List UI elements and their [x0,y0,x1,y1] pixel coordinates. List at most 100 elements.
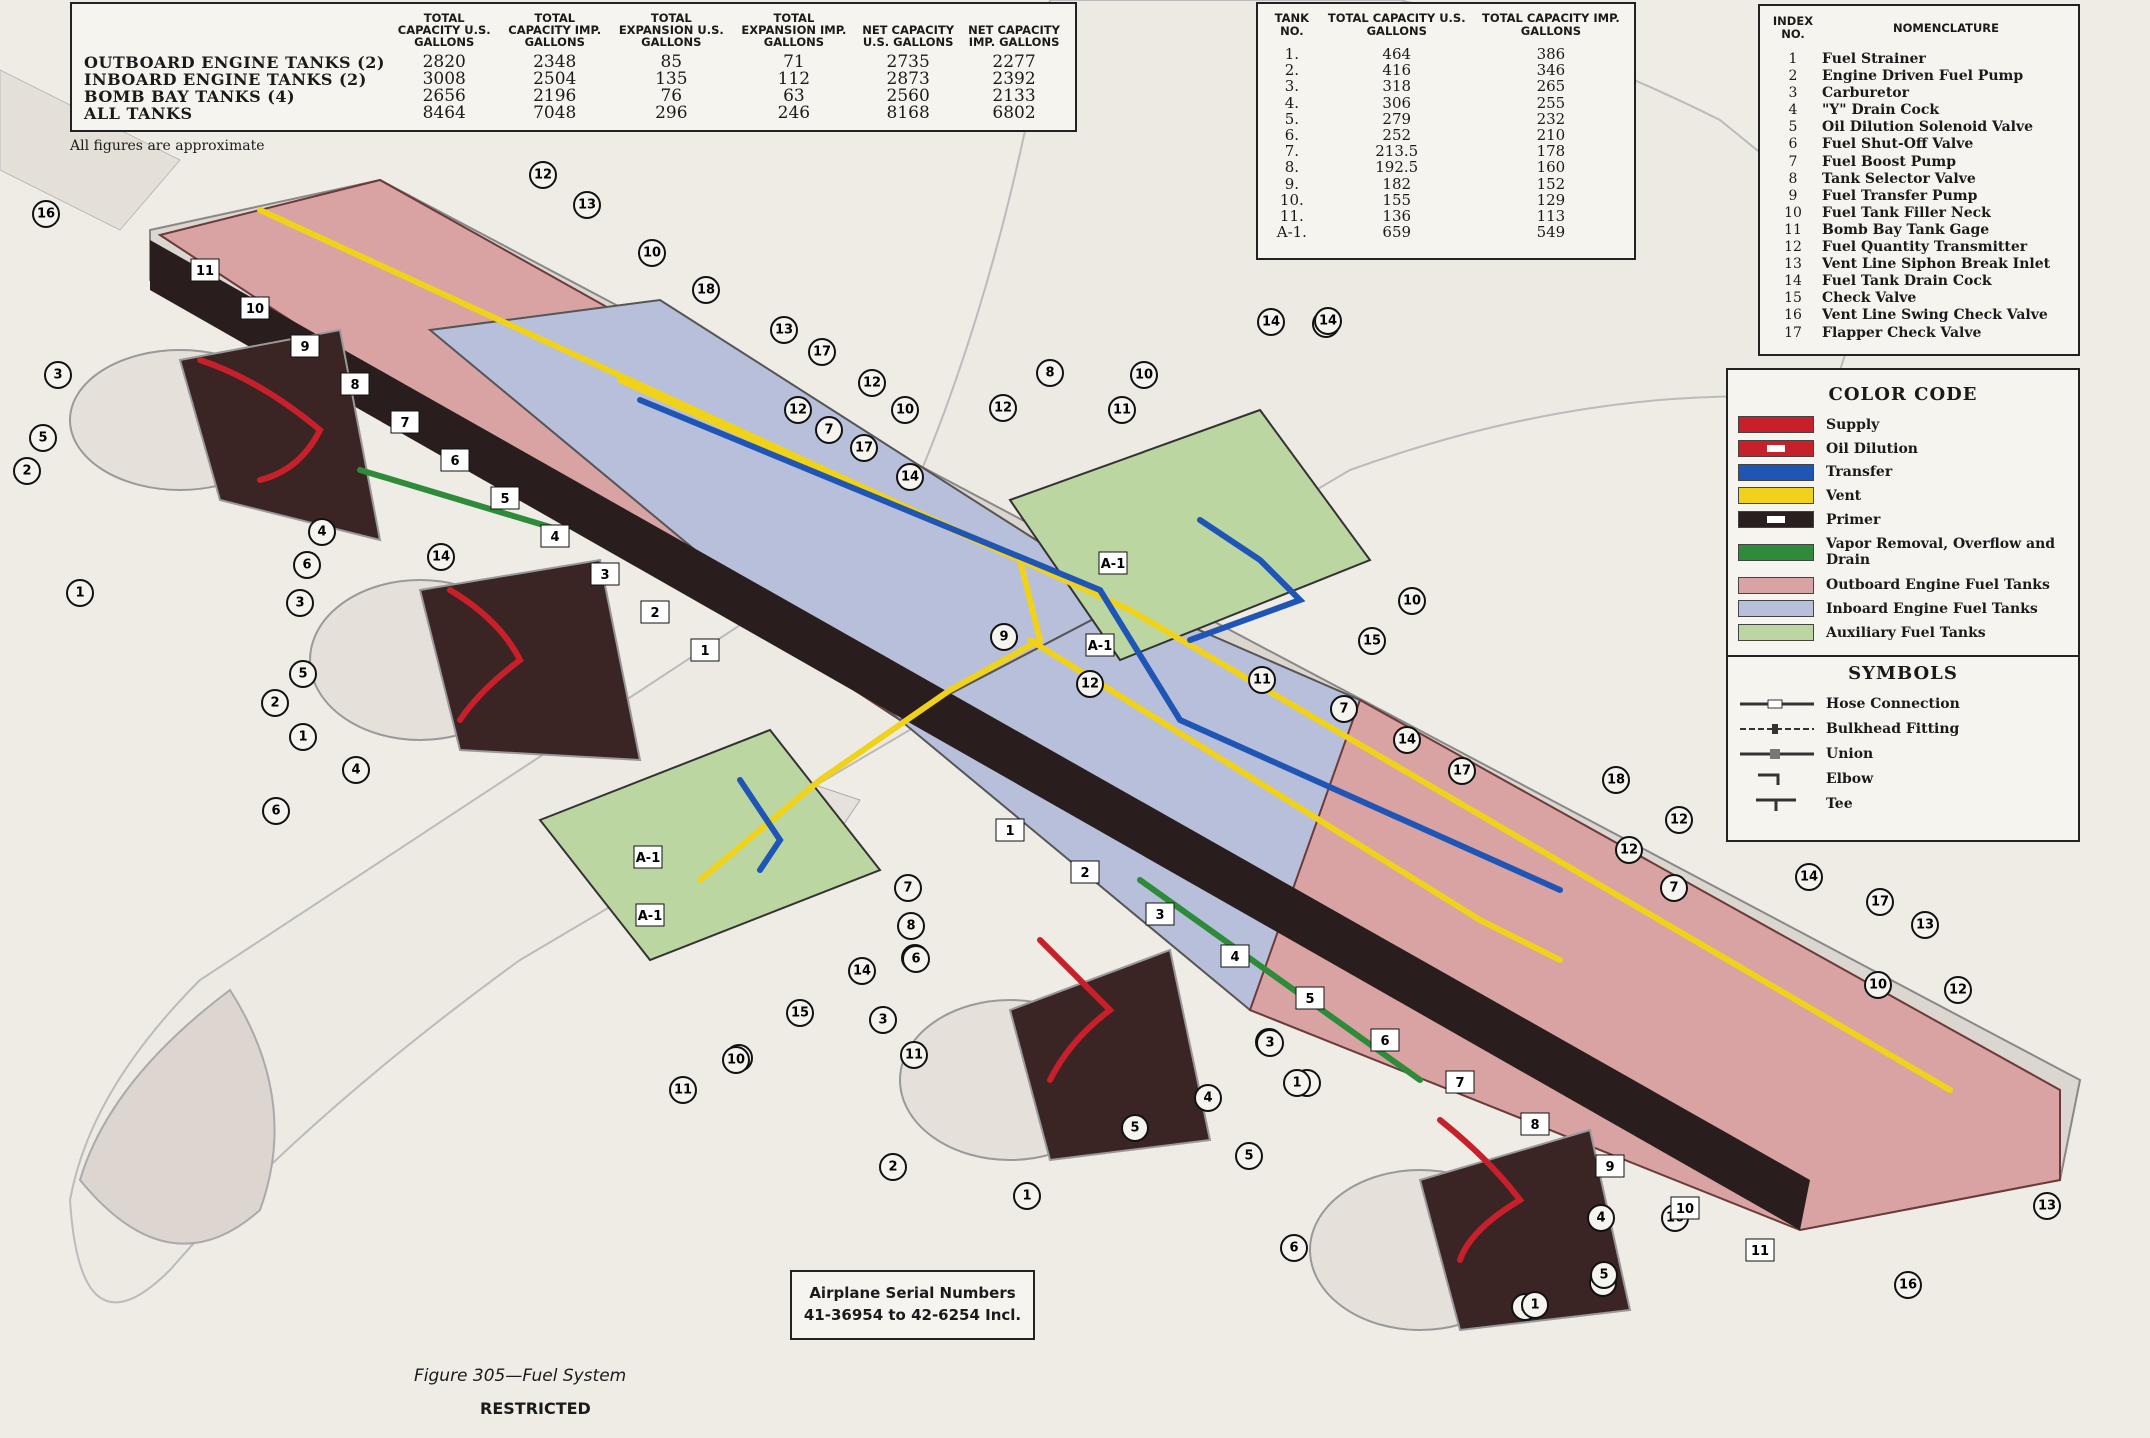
tank-cell: 192.5 [1375,158,1419,177]
svg-text:7: 7 [824,423,833,438]
serial-line-1: Airplane Serial Numbers [809,1284,1016,1302]
index-callout: 2 [261,689,289,717]
capacity-cell: 2820 [422,52,466,72]
wing-tank-label-left: 2 [640,600,670,624]
symbol-row: Tee [1738,792,2068,817]
index-table-header: INDEX NO.NOMENCLATURE [1766,9,2072,51]
svg-text:1: 1 [1292,1076,1301,1091]
index-nomenclature: Engine Driven Fuel Pump [1822,68,2024,85]
capacity-cell: 2133 [992,86,1036,106]
svg-text:9: 9 [1605,1160,1614,1175]
index-nomenclature: Bomb Bay Tank Gage [1822,221,1990,238]
svg-text:14: 14 [1262,315,1280,330]
svg-text:14: 14 [1319,314,1337,329]
capacity-cell: 2277 [992,52,1036,72]
svg-text:11: 11 [196,264,214,279]
svg-text:12: 12 [1081,677,1099,692]
index-number: 5 [1788,119,1798,136]
capacity-cell: 8168 [886,103,930,123]
tank-cell: 7. [1284,142,1299,161]
index-callout: 10 [1398,587,1426,615]
svg-text:7: 7 [903,881,912,896]
symbol-label: Bulkhead Fitting [1826,721,1960,737]
svg-text:14: 14 [432,550,450,565]
svg-text:A-1: A-1 [1101,557,1126,572]
capacity-cell: 8464 [422,103,466,123]
svg-text:2: 2 [1080,866,1089,881]
index-nomenclature: Check Valve [1822,290,1917,307]
index-number: 9 [1788,187,1798,204]
index-callout: 17 [850,434,878,462]
index-callout: 14 [1795,863,1823,891]
svg-text:2: 2 [888,1160,897,1175]
svg-text:14: 14 [853,964,871,979]
index-header-cell: INDEX NO. [1772,14,1814,41]
color-swatch [1738,487,1814,505]
capacity-row-label: BOMB BAY TANKS (4) [84,87,296,106]
symbol-row: Hose Connection [1738,692,2068,717]
index-nomenclature: Fuel Transfer Pump [1822,187,1978,204]
tank-cell: 3. [1284,77,1299,96]
capacity-cell: 2656 [422,86,466,106]
wing-tank-label-left: 8 [340,372,370,396]
wing-tank-label-left: 3 [590,562,620,586]
capacity-cell: 112 [777,69,811,89]
index-nomenclature: "Y" Drain Cock [1822,102,1940,119]
index-callout: 12 [1944,976,1972,1004]
index-callout: 5 [1121,1114,1149,1142]
color-code-row: Supply [1738,413,2068,437]
index-callout: 18 [1602,766,1630,794]
color-code-row: Vapor Removal, Overflow and Drain [1738,531,2068,573]
wing-tank-label-left: 10 [240,296,270,320]
index-number: 8 [1788,170,1798,187]
index-number: 6 [1788,136,1798,153]
wing-tank-label-right: 6 [1370,1028,1400,1052]
symbol-label: Hose Connection [1826,696,1960,712]
index-callout: 8 [1036,359,1064,387]
svg-text:4: 4 [1596,1211,1605,1226]
index-callout: 14 [1393,726,1421,754]
color-code-row: Inboard Engine Fuel Tanks [1738,597,2068,621]
svg-text:17: 17 [1871,895,1889,910]
tank-cell: 9. [1284,174,1299,193]
svg-text:11: 11 [674,1083,692,1098]
wing-tank-label-right: 11 [1745,1238,1775,1262]
svg-text:10: 10 [1869,978,1887,993]
capacity-row-label: OUTBOARD ENGINE TANKS (2) [84,53,385,72]
wing-tank-label-left: 7 [390,410,420,434]
index-nomenclature: Tank Selector Valve [1822,170,1976,187]
svg-text:6: 6 [271,804,280,819]
svg-text:17: 17 [855,441,873,456]
capacity-note: All figures are approximate [70,138,265,154]
capacity-row-label: ALL TANKS [84,104,193,123]
tank-cell: 11. [1279,207,1304,226]
svg-text:8: 8 [1045,366,1054,381]
tank-cell: 129 [1536,190,1566,209]
svg-text:3: 3 [878,1013,887,1028]
index-nomenclature: Vent Line Swing Check Valve [1822,307,2048,324]
index-callout: 13 [770,316,798,344]
wing-tank-label-right: 9 [1595,1154,1625,1178]
color-code-row: Transfer [1738,460,2068,484]
svg-text:A-1: A-1 [1088,639,1113,654]
index-callout: 12 [989,394,1017,422]
svg-text:17: 17 [813,345,831,360]
capacity-header-cell [80,8,389,54]
tank-cell: 255 [1536,93,1566,112]
index-callout: 3 [286,589,314,617]
index-nomenclature: Fuel Tank Filler Neck [1822,204,1991,221]
wing-tank-label-right: 8 [1520,1112,1550,1136]
svg-text:5: 5 [298,667,307,682]
